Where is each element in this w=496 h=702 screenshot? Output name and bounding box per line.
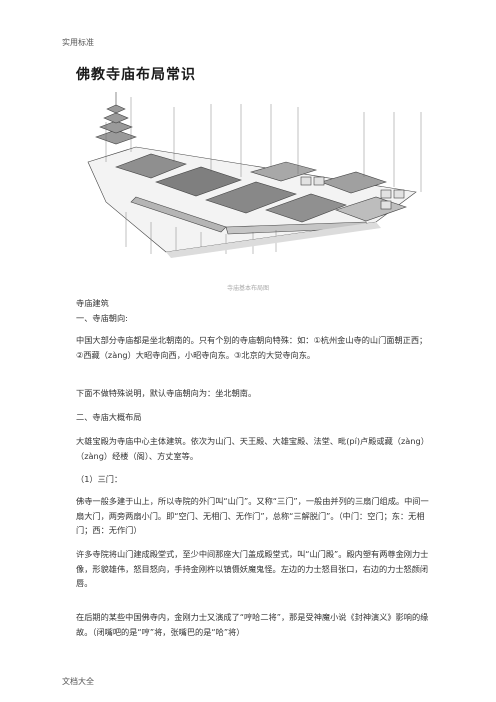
- paragraph: 寺庙建筑: [76, 298, 109, 308]
- section-heading: 一、寺庙朝向:: [76, 313, 128, 323]
- temple-layout-figure: [87, 92, 422, 258]
- page-title: 佛教寺庙布局常识: [76, 67, 196, 83]
- paragraph: 许多寺院将山门建成殿堂式，至少中间那座大门盖成殿堂式，叫“山门殿”。殿内塑有两尊…: [76, 549, 429, 588]
- paragraph: 佛寺一般多建于山上，所以寺院的外门叫“山门”。又称“三门”，一般由并列的三扇门组…: [76, 496, 429, 535]
- paragraph: 下面不做特殊说明，默认寺庙朝向为：坐北朝南。: [76, 388, 257, 398]
- paragraph: 在后期的某些中国佛寺内，金刚力士又演成了“哼哈二将”，那是受神魔小说《封神演义》…: [76, 612, 429, 637]
- paragraph: 中国大部分寺庙都是坐北朝南的。只有个别的寺庙朝向特殊：如：①杭州金山寺的山门面朝…: [76, 335, 428, 360]
- section-heading: 二、寺庙大概布局: [76, 412, 142, 422]
- page-footer: 文档大全: [62, 677, 94, 686]
- page-header: 实用标准: [62, 38, 94, 47]
- sub-heading: （1）三门：: [76, 474, 123, 484]
- paragraph: 大雄宝殿为寺庙中心主体建筑。依次为山门、天王殿、大雄宝殿、法堂、毗(pí)卢殿或…: [76, 436, 429, 461]
- figure-caption: 寺庙基本布局图: [226, 285, 269, 292]
